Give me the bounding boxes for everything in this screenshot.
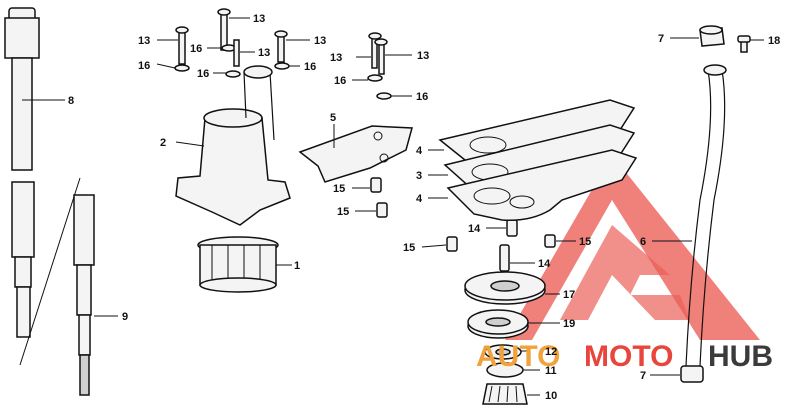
- callout-16-a: 16: [138, 60, 150, 72]
- callout-5: 5: [330, 112, 336, 124]
- watermark-logo: [505, 155, 760, 340]
- callout-2: 2: [160, 137, 166, 149]
- part-2-pump-housing: [175, 65, 291, 226]
- callout-9: 9: [122, 311, 128, 323]
- callout-13-f: 13: [417, 50, 429, 62]
- part-7-grommet-bottom: [650, 365, 704, 383]
- callout-13-d: 13: [314, 35, 326, 47]
- part-18-screw: [737, 35, 764, 53]
- callout-16-e: 16: [334, 75, 346, 87]
- callout-16-f: 16: [416, 91, 428, 103]
- part-19-bearing: [467, 309, 560, 339]
- part-8-upper-shaft: [4, 7, 65, 171]
- callout-15-a: 15: [333, 183, 345, 195]
- callout-3: 3: [416, 170, 422, 182]
- callout-14-a: 14: [468, 223, 481, 235]
- callout-15-b: 15: [337, 206, 349, 218]
- callout-13-e: 13: [330, 52, 342, 64]
- callout-13-c: 13: [258, 47, 270, 59]
- part-6-water-tube: [652, 64, 727, 367]
- callout-7-top: 7: [658, 33, 664, 45]
- callout-12: 12: [545, 346, 557, 358]
- part-9-drive-shaft: [11, 177, 118, 396]
- callout-14-b: 14: [538, 258, 551, 270]
- callout-16-c: 16: [197, 68, 209, 80]
- callout-labels: 1 2 3 4 4 5 6 7 7 8 9 10 11 12 13 13 13 …: [68, 13, 780, 402]
- callout-15-d: 15: [579, 236, 591, 248]
- bolts-center-group: [352, 32, 412, 100]
- part-17-oil-seal: [464, 271, 560, 305]
- part-11-key: [486, 362, 540, 378]
- callout-13-a: 13: [138, 35, 150, 47]
- callout-7-bottom: 7: [640, 370, 646, 382]
- part-5-cover-plate: [298, 124, 413, 183]
- watermark-text-hub: HUB: [708, 340, 773, 373]
- callout-6: 6: [640, 236, 646, 248]
- callout-13-b: 13: [253, 13, 265, 25]
- callout-16-b: 16: [190, 43, 202, 55]
- callout-18: 18: [768, 35, 780, 47]
- callout-4-lower: 4: [416, 193, 423, 205]
- callout-17: 17: [563, 289, 575, 301]
- bolts-left-group: [156, 8, 310, 78]
- callout-11: 11: [545, 365, 557, 377]
- watermark-triangle-inner: [560, 225, 690, 320]
- watermark-wordmark: AUTO MOTO HUB: [476, 340, 773, 373]
- callout-19: 19: [563, 318, 575, 330]
- part-10-gear: [482, 383, 540, 405]
- part-7-grommet-top: [670, 25, 725, 47]
- callout-1: 1: [294, 260, 300, 272]
- callout-15-c: 15: [403, 242, 415, 254]
- callout-4-upper: 4: [416, 145, 423, 157]
- callout-8: 8: [68, 95, 74, 107]
- callout-16-d: 16: [304, 61, 316, 73]
- part-12-washer: [484, 344, 530, 360]
- part-3-4-gaskets: [428, 99, 638, 222]
- part-1-impeller: [197, 236, 292, 293]
- callout-10: 10: [545, 390, 557, 402]
- watermark-text-moto: MOTO: [584, 340, 673, 373]
- watermark-text-auto: AUTO: [476, 340, 560, 373]
- watermark-triangle: [505, 155, 760, 340]
